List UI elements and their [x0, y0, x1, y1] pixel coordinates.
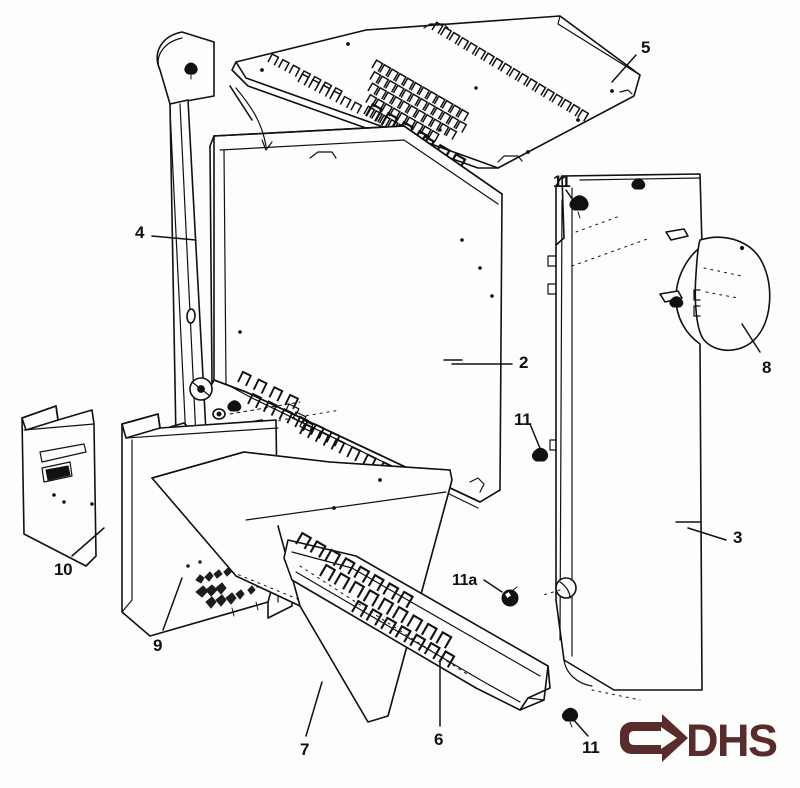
part-left-vertical-rail: [156, 31, 221, 453]
callout-7: 7: [300, 740, 310, 759]
callout-6: 6: [434, 730, 444, 749]
screw-a: [212, 408, 226, 420]
part-lower-front-panel: [151, 451, 453, 723]
fastener-special-11a: [501, 586, 519, 607]
callout-5: 5: [641, 38, 651, 57]
part-oval-cover-plate: [693, 236, 771, 351]
dhs-wordmark: DHS: [686, 715, 777, 766]
dhs-arrow-icon: [620, 714, 688, 762]
part-side-trim-strip: [21, 405, 97, 567]
dhs-brand-logo: DHS: [618, 712, 788, 768]
screw-b: [227, 400, 242, 412]
part-inner-chassis-panel: [209, 85, 503, 509]
callout-11a: 11a: [452, 572, 477, 589]
callout-4: 4: [135, 223, 145, 242]
fastener-screw-bottom: [561, 707, 579, 728]
part-top-cover-panel: [231, 15, 641, 173]
fastener-screw-top: [569, 195, 589, 219]
callout-3: 3: [733, 528, 743, 547]
callout-8: 8: [762, 358, 772, 377]
callout-9: 9: [153, 636, 163, 655]
callout-11-bottom: 11: [582, 738, 600, 757]
callout-11-mid: 11: [514, 410, 532, 429]
callout-2: 2: [519, 353, 529, 372]
leader-lines: [71, 54, 761, 737]
part-bottom-louvred-panel: [283, 532, 551, 711]
callout-10: 10: [54, 560, 73, 579]
callout-11-top: 11: [553, 172, 571, 191]
part-right-side-panel: [539, 173, 726, 701]
mounting-pad-1: [665, 228, 689, 241]
